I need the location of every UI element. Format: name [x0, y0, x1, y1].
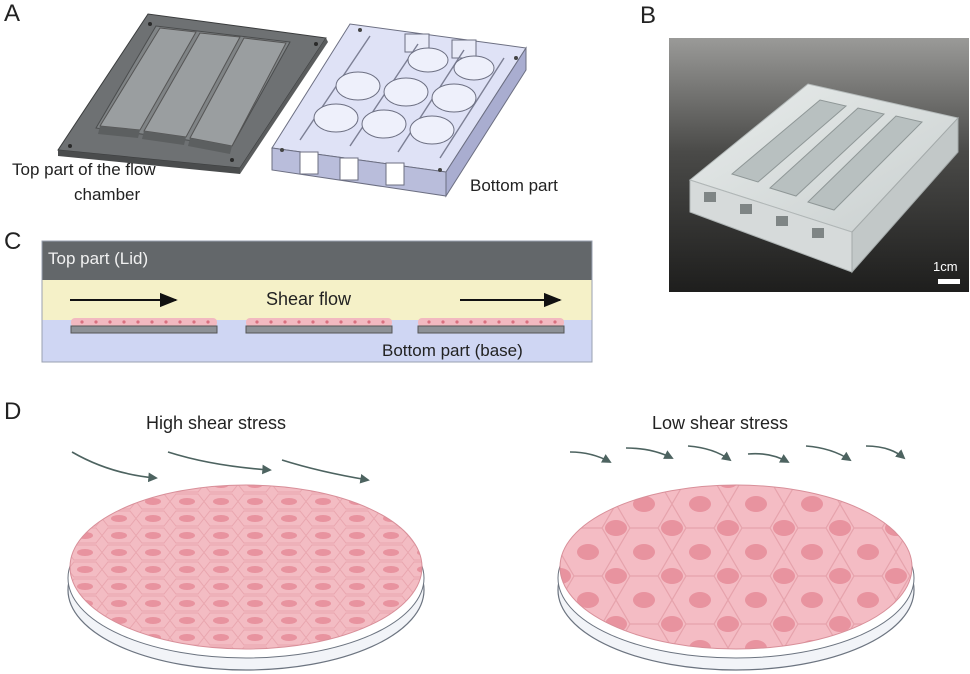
top-part-render [57, 13, 328, 174]
panel-c-letter: C [4, 228, 22, 255]
panel-d-letter: D [4, 398, 22, 425]
base-label: Bottom part (base) [382, 341, 523, 360]
panel-a-letter: A [4, 0, 21, 27]
scale-bar [938, 279, 960, 284]
lid-layer [42, 241, 592, 280]
top-part-label-line2: chamber [74, 185, 141, 204]
bottom-part-label: Bottom part [470, 176, 558, 195]
scale-bar-label: 1cm [933, 259, 958, 274]
high-shear-disk [67, 484, 425, 671]
low-shear-disk [557, 484, 915, 671]
top-part-label-line1: Top part of the flow [12, 160, 156, 179]
slide-2 [245, 318, 393, 334]
high-shear-title: High shear stress [146, 413, 287, 433]
flow-chamber-photo [669, 38, 969, 292]
low-shear-flow-arrows [569, 445, 906, 463]
bottom-part-render [271, 23, 527, 198]
lid-label: Top part (Lid) [48, 249, 149, 268]
shear-flow-label: Shear flow [266, 289, 352, 309]
panel-b-letter: B [640, 2, 657, 29]
cross-section-schematic [41, 240, 593, 363]
slide-1 [70, 318, 218, 334]
high-shear-flow-arrows [71, 451, 370, 484]
slide-3 [417, 318, 565, 334]
low-shear-title: Low shear stress [652, 413, 789, 433]
